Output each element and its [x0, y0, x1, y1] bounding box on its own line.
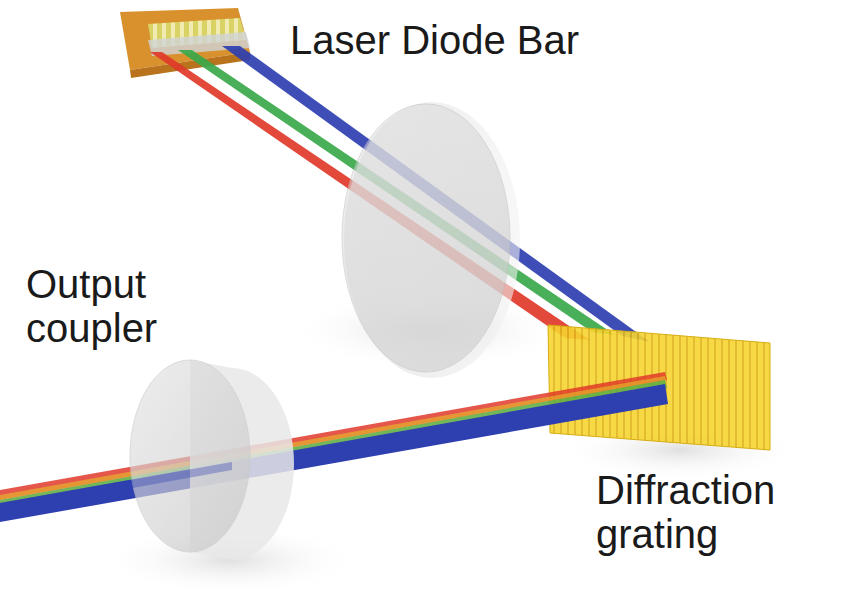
part-label: Laser Diode Bar — [290, 18, 710, 62]
part-label: Output coupler — [26, 262, 226, 350]
part-label: Diffraction grating — [596, 468, 836, 556]
